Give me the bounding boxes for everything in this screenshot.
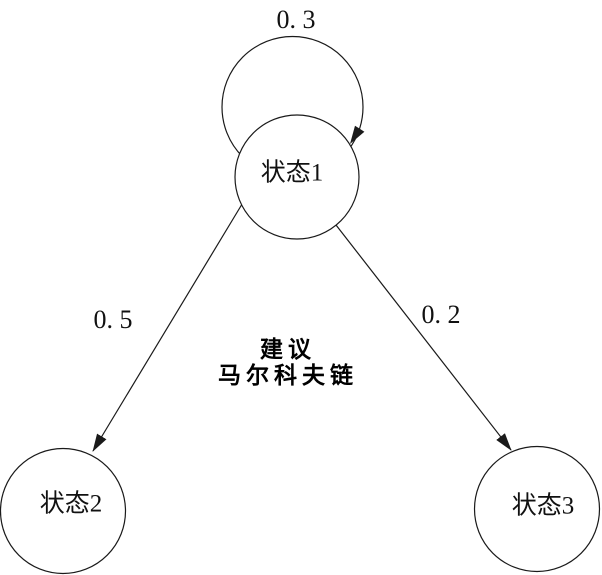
diagram-caption: 建议 马尔科夫链 [218, 337, 358, 389]
self-loop-arrowhead-icon [350, 125, 365, 144]
diagram-caption-line1: 建议 [260, 337, 316, 362]
edge-state1-state3 [335, 224, 512, 451]
diagram-caption-line2: 马尔科夫链 [218, 363, 358, 388]
edge-state1-state2 [92, 204, 243, 452]
state-1-node [234, 114, 360, 240]
edge-state1-state2-probability-label: 0. 5 [93, 305, 133, 335]
state-1-label: 状态1 [260, 159, 324, 187]
state-2-node [0, 447, 127, 575]
state-3-node [473, 445, 601, 573]
state-3-label: 状态3 [511, 492, 575, 520]
state-2-label: 状态2 [39, 490, 103, 518]
self-loop-probability-label: 0. 3 [276, 5, 316, 35]
edge-state1-state3-probability-label: 0. 2 [421, 300, 461, 330]
